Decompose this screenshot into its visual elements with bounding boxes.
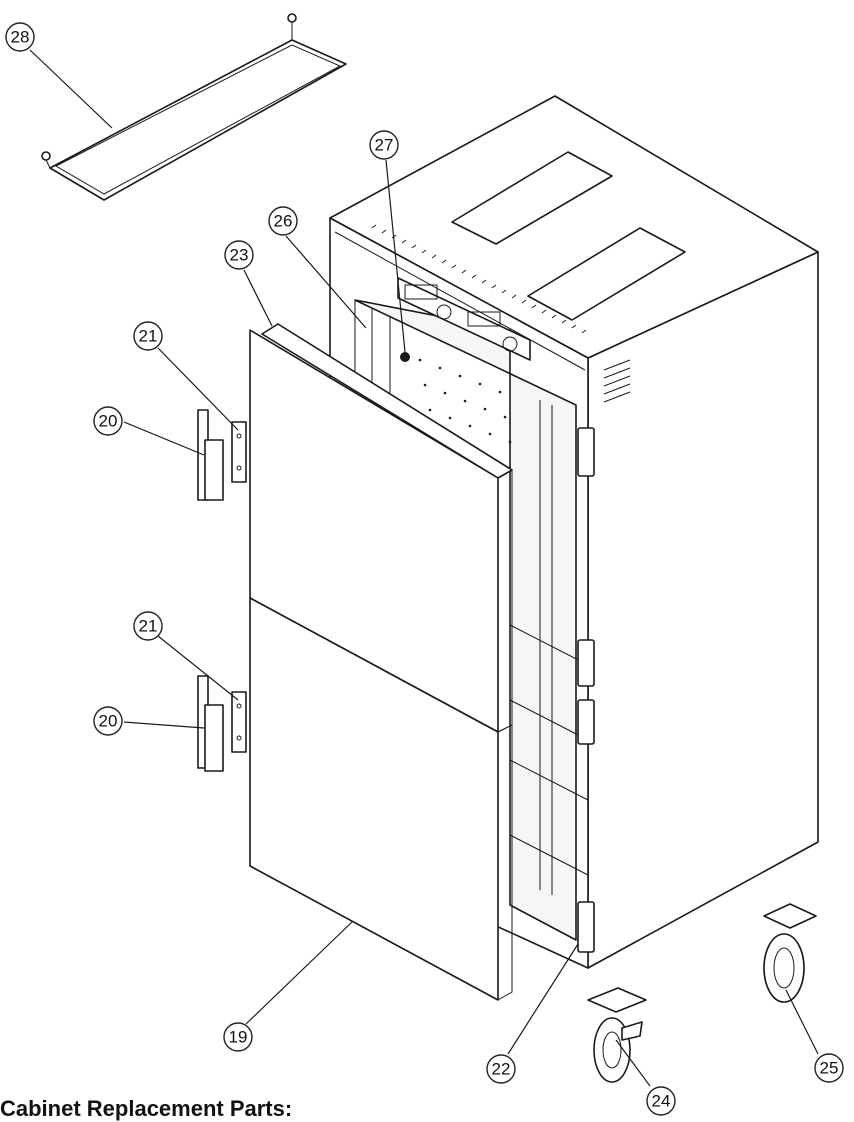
callout-19: 19 [223, 1022, 253, 1052]
wire-shelf [41, 13, 347, 201]
svg-text:25: 25 [820, 1059, 839, 1078]
callout-20-lower: 20 [93, 706, 123, 736]
callout-27: 27 [369, 130, 399, 160]
section-heading: Cabinet Replacement Parts: [0, 1096, 293, 1121]
lower-door [249, 597, 513, 1001]
callout-21-upper: 21 [133, 321, 163, 351]
callout-25: 25 [814, 1053, 844, 1083]
latch-lower [197, 675, 247, 772]
svg-text:21: 21 [139, 617, 158, 636]
callout-22: 22 [486, 1054, 516, 1084]
svg-text:21: 21 [139, 327, 158, 346]
swivel-caster-brake [587, 987, 647, 1083]
svg-text:24: 24 [652, 1092, 671, 1111]
callout-23: 23 [224, 240, 254, 270]
svg-text:19: 19 [229, 1028, 248, 1047]
svg-text:22: 22 [492, 1060, 511, 1079]
callout-20-upper: 20 [93, 406, 123, 436]
latch-upper [197, 409, 247, 501]
callout-24: 24 [646, 1086, 676, 1116]
callout-26: 26 [268, 206, 298, 236]
rigid-caster [763, 903, 817, 1003]
svg-text:20: 20 [99, 412, 118, 431]
callout-28: 28 [5, 22, 35, 52]
svg-text:26: 26 [274, 212, 293, 231]
leader-lines [29, 49, 819, 1087]
svg-text:28: 28 [11, 28, 30, 47]
svg-text:23: 23 [230, 246, 249, 265]
svg-text:20: 20 [99, 712, 118, 731]
svg-text:27: 27 [375, 136, 394, 155]
callout-21-lower: 21 [133, 611, 163, 641]
